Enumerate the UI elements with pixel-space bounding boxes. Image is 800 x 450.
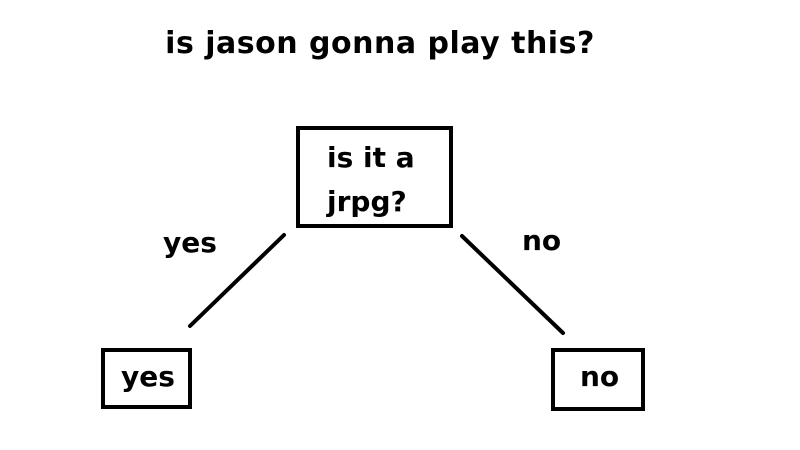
question-line-2: jrpg? — [327, 185, 407, 218]
question-node: is it a jrpg? — [296, 126, 453, 228]
no-connector-line — [460, 234, 565, 335]
no-leaf-node: no — [551, 348, 645, 411]
question-line-1: is it a — [327, 141, 415, 174]
no-leaf-label: no — [580, 360, 620, 393]
yes-leaf-label: yes — [121, 360, 175, 393]
no-edge-label: no — [522, 224, 562, 257]
yes-leaf-node: yes — [101, 348, 192, 409]
yes-connector-line — [188, 233, 286, 328]
diagram-title: is jason gonna play this? — [165, 26, 595, 61]
yes-edge-label: yes — [163, 226, 217, 259]
